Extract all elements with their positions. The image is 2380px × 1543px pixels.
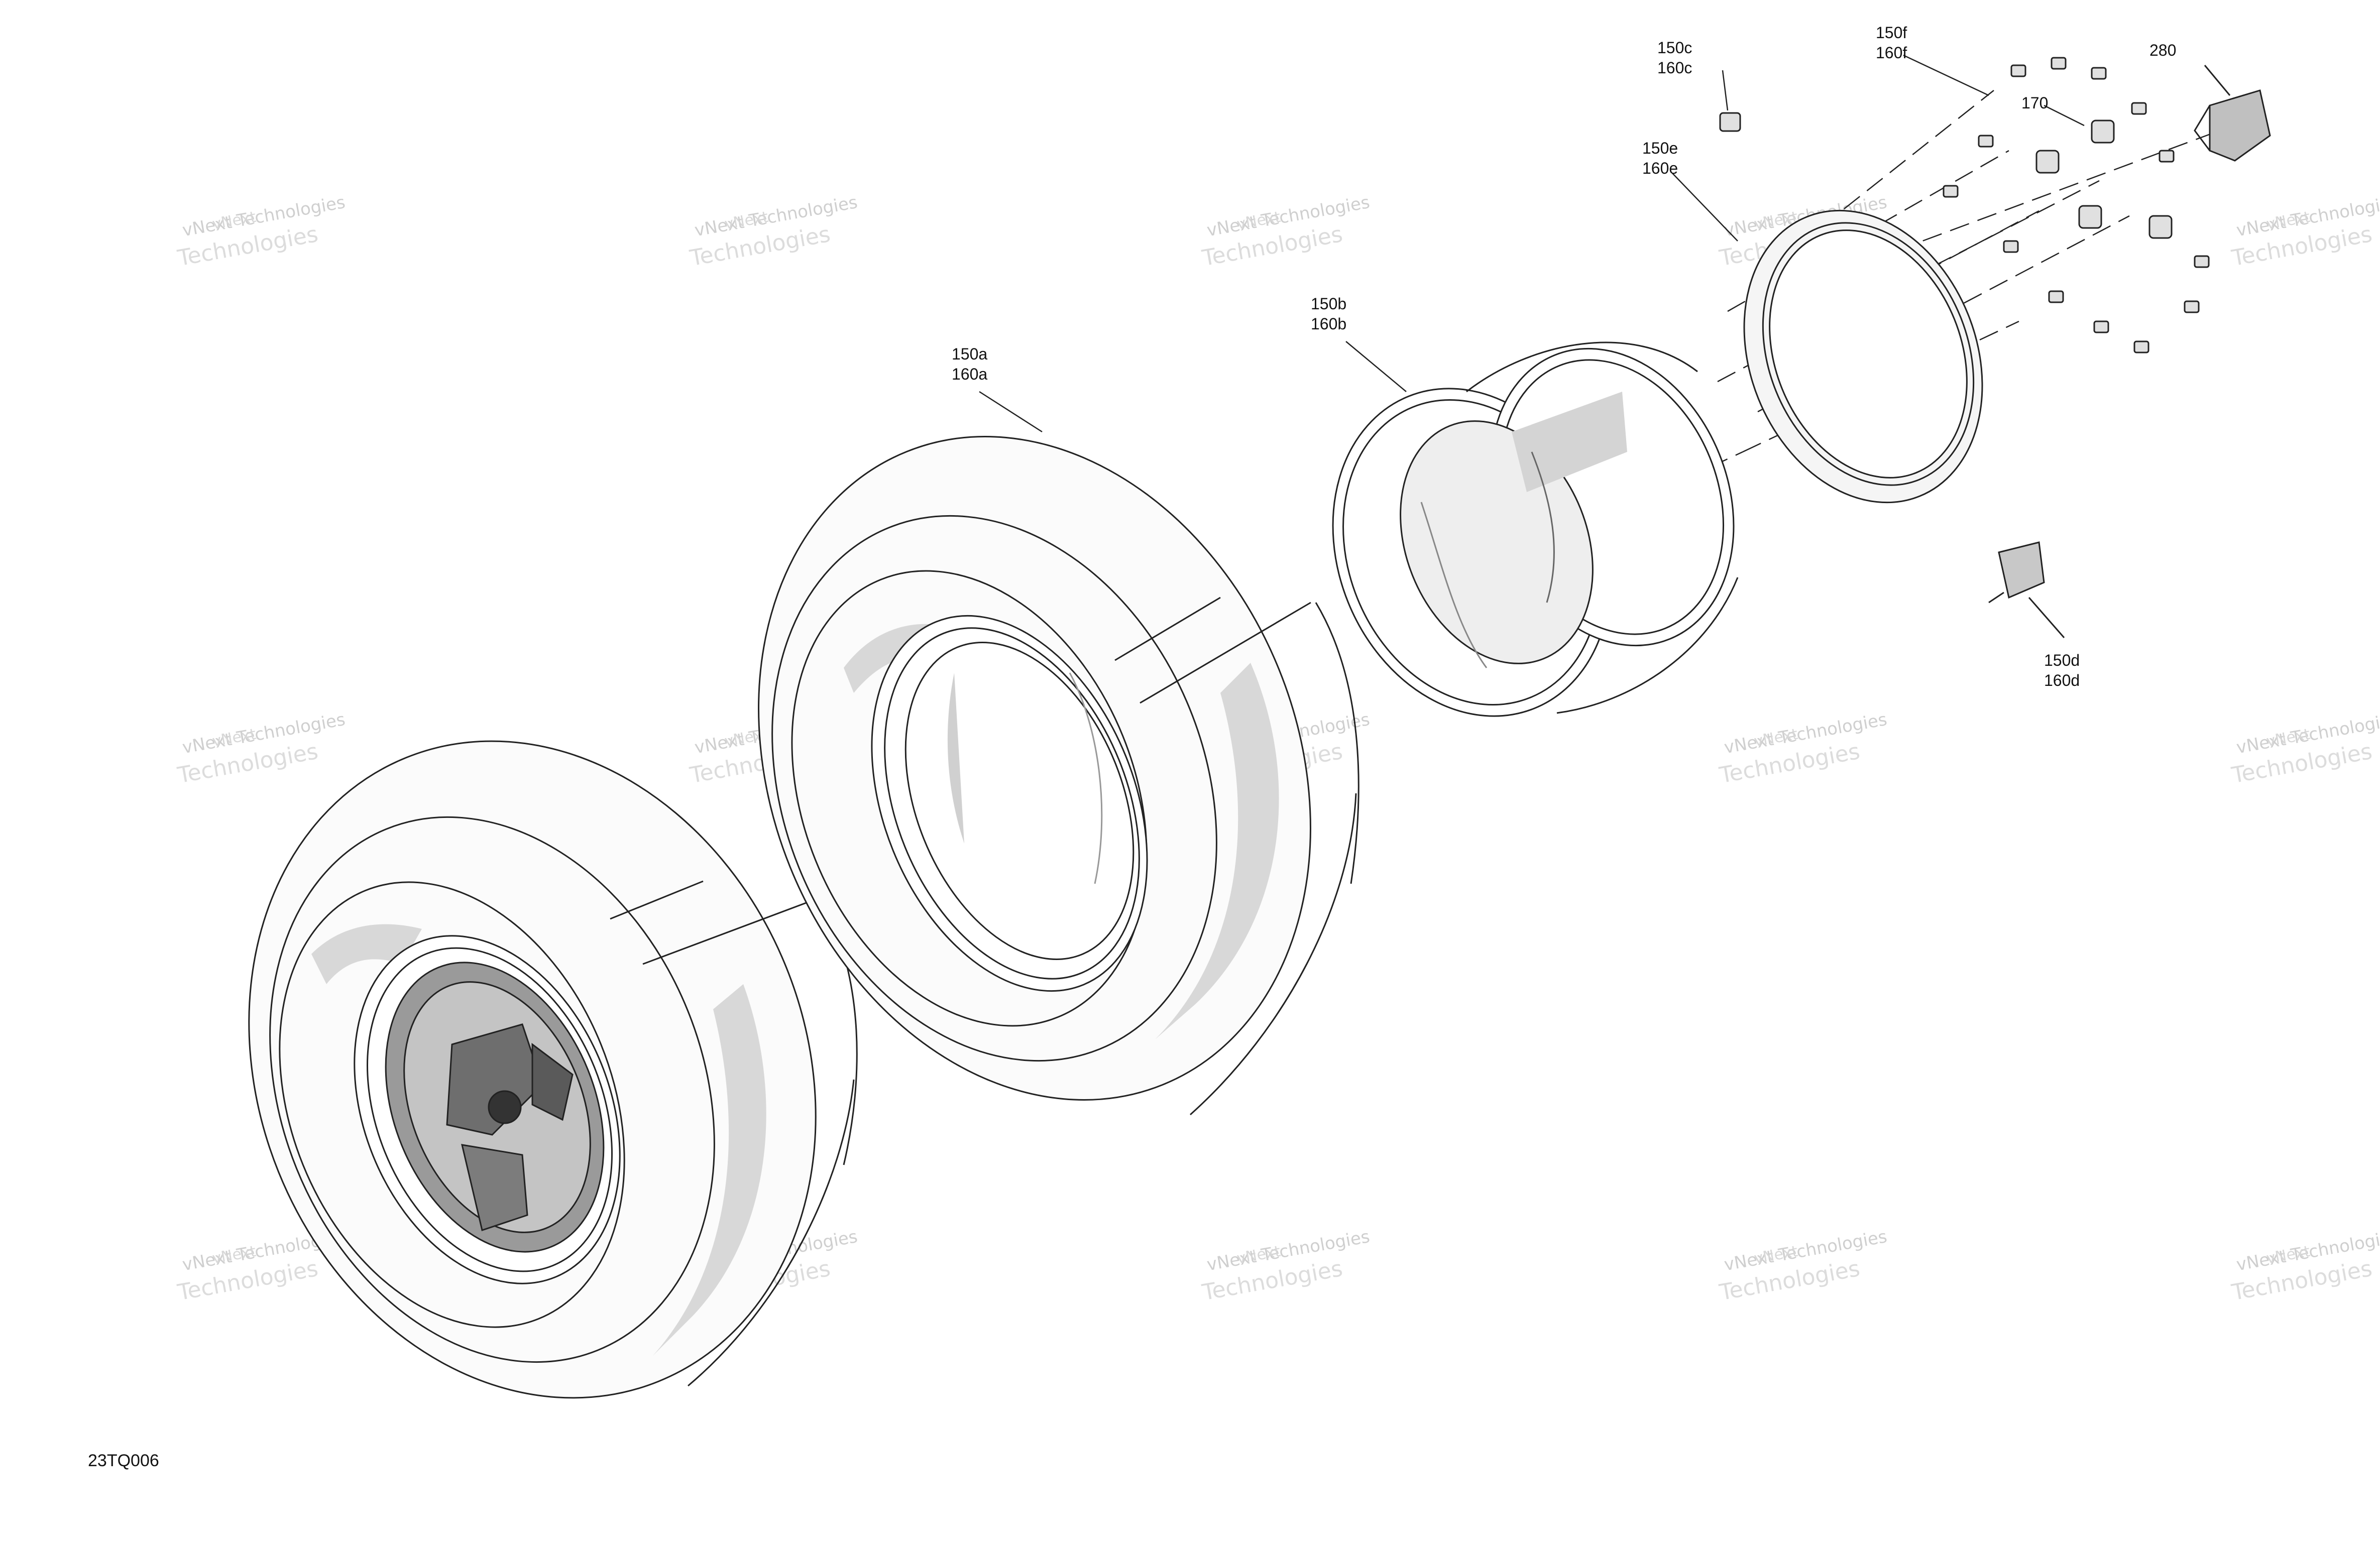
callout-280: 280 bbox=[2149, 41, 2177, 59]
front-tire-assembly bbox=[248, 740, 884, 1399]
figure-id: 23TQ006 bbox=[88, 1451, 159, 1470]
leader-lines bbox=[979, 54, 2085, 433]
hub-cap-280 bbox=[2194, 65, 2271, 162]
beadlock-ring-150e bbox=[1743, 209, 1983, 504]
rim-150b bbox=[1332, 341, 1739, 717]
tire-150a bbox=[758, 436, 1359, 1116]
hardware-bolts bbox=[1719, 57, 2210, 353]
callout-170: 170 bbox=[2021, 94, 2049, 112]
valve-stem-150d bbox=[1988, 541, 2065, 638]
